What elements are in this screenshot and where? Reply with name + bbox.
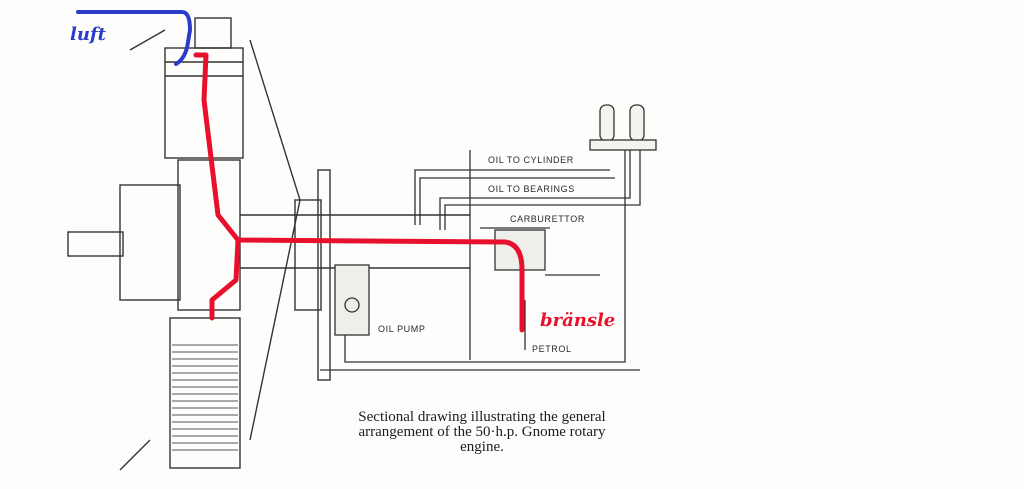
top-valve-head (194, 17, 232, 49)
label-petrol: PETROL (532, 344, 572, 354)
caption-line-3: engine. (460, 439, 504, 455)
engine-struts (119, 29, 166, 471)
engine-linework (67, 17, 470, 471)
oil-to-bearings-pipe-inner (444, 150, 641, 230)
crankcase (119, 184, 181, 301)
figure-caption: Sectional drawing illustrating the gener… (298, 410, 666, 455)
label-oil-to-cylinder: OIL TO CYLINDER (488, 155, 574, 165)
label-carburettor: CARBURETTOR (510, 214, 585, 224)
air-flow-line (76, 10, 193, 66)
fuel-flow-line (193, 52, 525, 333)
oil-to-cylinder-pipe (414, 169, 610, 225)
caption-line-1: Sectional drawing illustrating the gener… (358, 409, 606, 425)
label-oil-to-bearings: OIL TO BEARINGS (488, 184, 575, 194)
annotation-fuel: bränsle (540, 310, 615, 331)
bulkhead-plate (317, 169, 331, 381)
label-oil-pump: OIL PUMP (378, 324, 425, 334)
oil-to-bearings-pipe (439, 150, 631, 230)
oil-reservoirs (589, 104, 657, 151)
oil-pump-gauge (344, 297, 360, 313)
oil-reservoir-right (629, 104, 645, 142)
fuel-flow-branch (209, 237, 241, 321)
bottom-cylinder-fins (172, 344, 238, 451)
oil-and-fuel-pipes (320, 150, 641, 371)
bottom-cylinder (169, 317, 241, 469)
oil-to-cylinder-pipe-inner (419, 177, 615, 225)
caption-line-2: arrangement of the 50·h.p. Gnome rotary (358, 424, 606, 440)
oil-pump-body (334, 264, 370, 336)
propeller-shaft (67, 231, 124, 257)
oil-manifold (589, 139, 657, 151)
annotation-air: luft (70, 24, 107, 45)
oil-pump-return-pipe (344, 150, 626, 363)
oil-reservoir-left (599, 104, 615, 142)
mount-flange (294, 199, 322, 311)
